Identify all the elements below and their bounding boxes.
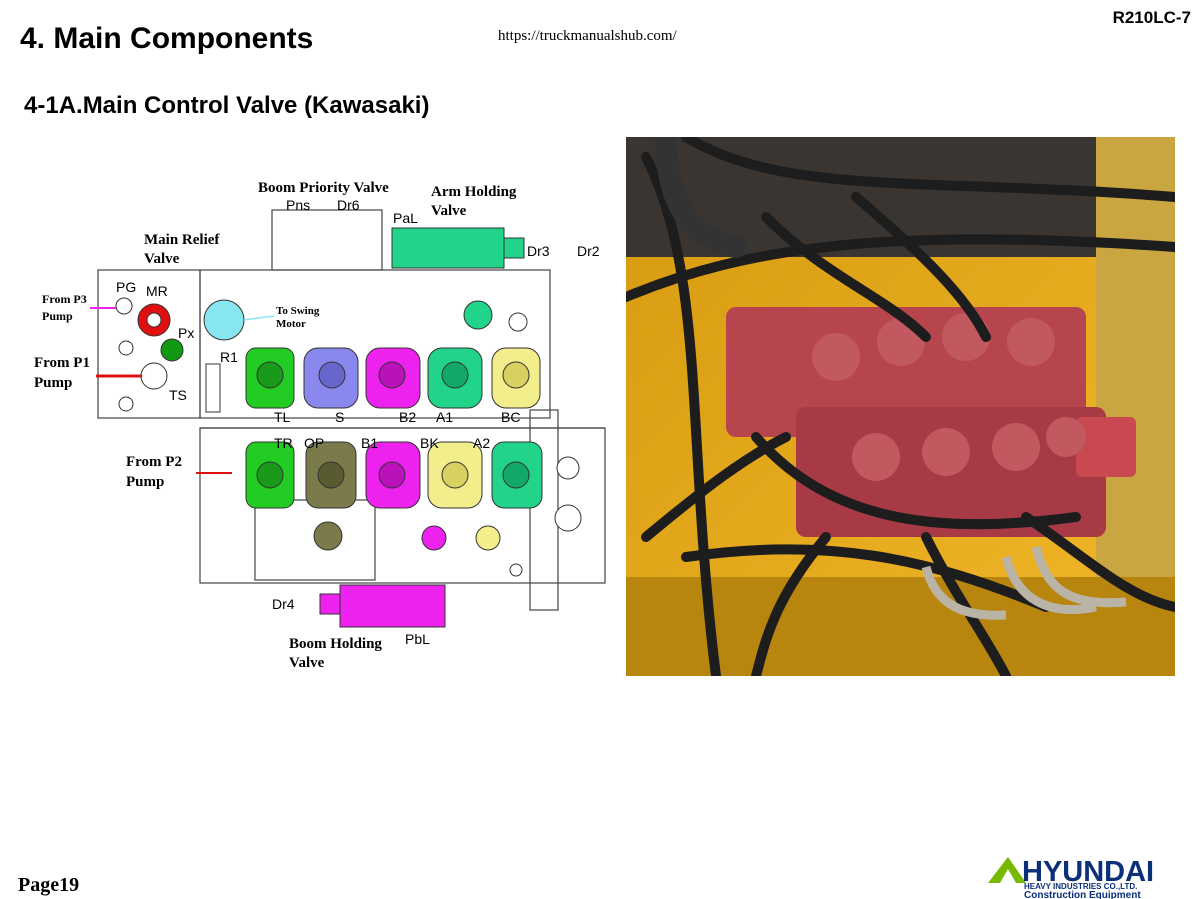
model-number: R210LC-7 <box>1112 8 1191 27</box>
arm-holding-valve <box>391 227 525 269</box>
label-from-p1-1: From P1 <box>34 355 90 371</box>
logo-subtitle-1: HEAVY INDUSTRIES CO.,LTD. <box>1024 882 1137 891</box>
label-boom-holding-2: Valve <box>289 655 325 671</box>
label-to-swing-1: To Swing <box>276 305 320 317</box>
port-bc: BC <box>501 409 520 425</box>
port-op: OP <box>304 435 324 451</box>
port-tl: TL <box>274 409 291 425</box>
port-px: Px <box>178 325 194 341</box>
port-a1: A1 <box>436 409 453 425</box>
swing-pipe <box>243 315 275 321</box>
page-title: 4. Main Components <box>20 22 314 55</box>
left-block-fittings <box>115 297 245 413</box>
port-b1: B1 <box>361 435 378 451</box>
port-s: S <box>335 409 344 425</box>
boom-holding-valve <box>319 584 446 628</box>
port-b2: B2 <box>399 409 416 425</box>
page-number: Page19 <box>18 874 80 896</box>
lower-spools <box>245 441 582 577</box>
logo-subtitle-2: Construction Equipment <box>1024 890 1141 899</box>
logo-wordmark: HYUNDAI <box>1022 856 1154 888</box>
label-from-p2-2: Pump <box>126 474 164 490</box>
label-from-p1-2: Pump <box>34 375 72 391</box>
valve-installation-photo <box>626 137 1175 676</box>
port-dr2: Dr2 <box>577 243 600 259</box>
label-arm-holding-1: Arm Holding <box>431 184 517 200</box>
valve-body-outline <box>97 209 606 611</box>
port-a2: A2 <box>473 435 490 451</box>
label-from-p3-2: Pump <box>42 309 73 323</box>
port-tr: TR <box>274 435 293 451</box>
port-dr3: Dr3 <box>527 243 550 259</box>
hyundai-logo: HYUNDAI HEAVY INDUSTRIES CO.,LTD. Constr… <box>988 856 1154 899</box>
port-pg: PG <box>116 279 136 295</box>
upper-spools <box>245 300 541 409</box>
label-boom-priority: Boom Priority Valve <box>258 180 389 196</box>
port-bk: BK <box>420 435 439 451</box>
port-labels: Pns Dr6 PaL Dr3 Dr2 PG MR Px R1 TS TL S … <box>116 197 600 647</box>
port-pbl: PbL <box>405 631 430 647</box>
source-url[interactable]: https://truckmanualshub.com/ <box>498 28 677 44</box>
port-pns: Pns <box>286 197 310 213</box>
label-to-swing-2: Motor <box>276 318 306 330</box>
port-pal: PaL <box>393 210 418 226</box>
label-from-p3-1: From P3 <box>42 292 87 306</box>
port-mr: MR <box>146 283 168 299</box>
port-dr6: Dr6 <box>337 197 360 213</box>
label-main-relief-2: Valve <box>144 251 180 267</box>
label-from-p2-1: From P2 <box>126 454 182 470</box>
valve-diagram: Boom Priority Valve Arm Holding Valve Ma… <box>34 180 606 671</box>
label-main-relief-1: Main Relief <box>144 232 220 248</box>
label-boom-holding-1: Boom Holding <box>289 636 382 652</box>
label-arm-holding-2: Valve <box>431 203 467 219</box>
port-r1: R1 <box>220 349 238 365</box>
section-title: 4-1A.Main Control Valve (Kawasaki) <box>24 92 430 119</box>
port-dr4: Dr4 <box>272 596 295 612</box>
port-ts: TS <box>169 387 187 403</box>
